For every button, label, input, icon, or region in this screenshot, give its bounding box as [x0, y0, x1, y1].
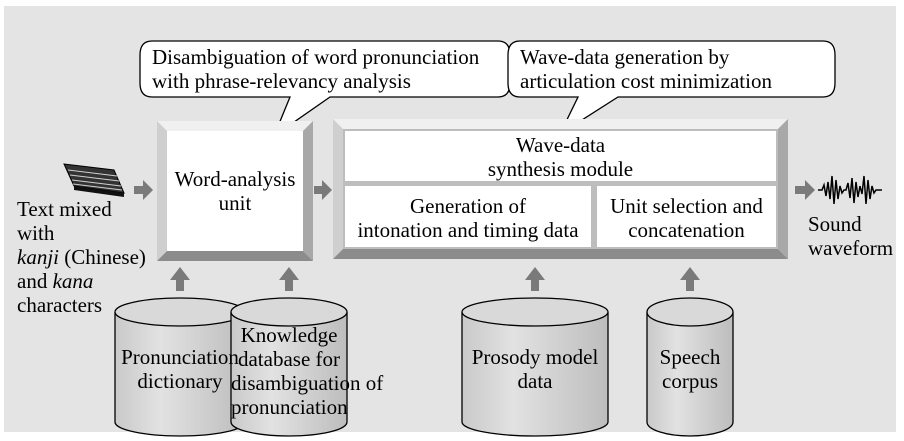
- synthesis-title-line-2: synthesis module: [487, 157, 634, 181]
- knowledge-line-4: pronunciation: [231, 395, 348, 419]
- input-line-5: characters: [17, 293, 103, 317]
- arrow-word-analysis-to-synthesis: [314, 180, 332, 200]
- arrow-synthesis-to-output: [795, 180, 815, 200]
- callout-right-text: Wave-data generation by articulation cos…: [520, 45, 772, 93]
- word-analysis-line-2: unit: [218, 191, 252, 215]
- arrow-pronunciation-db-up: [170, 267, 190, 291]
- knowledge-line-3: disambiguation of: [231, 371, 384, 395]
- callout-right-line-2: articulation cost minimization: [520, 69, 772, 93]
- input-line-3: kanji (Chinese): [17, 245, 146, 269]
- arrow-knowledge-db-up: [279, 267, 299, 291]
- kana-word: kana: [52, 269, 94, 293]
- speech-corpus-label: Speech corpus: [647, 345, 733, 393]
- arrow-speech-db-up: [680, 267, 700, 291]
- prosody-line-1: Prosody model: [471, 345, 599, 369]
- speech-line-1: Speech: [659, 345, 721, 369]
- output-line-1: Sound: [808, 212, 862, 236]
- output-line-2: waveform: [808, 236, 894, 260]
- knowledge-line-1: Knowledge: [240, 323, 338, 347]
- intonation-line-1: Generation of: [409, 194, 527, 218]
- synthesis-module-title: Wave-data synthesis module: [345, 133, 776, 181]
- keyboard-icon: [63, 163, 125, 197]
- unit-selection-line-2: concatenation: [628, 218, 745, 242]
- input-line-1: Text mixed: [17, 197, 112, 221]
- chinese-word: (Chinese): [64, 245, 146, 269]
- word-analysis-unit-box: [157, 121, 313, 261]
- knowledge-database-cylinder: [230, 297, 348, 437]
- prosody-line-2: data: [517, 369, 553, 393]
- arrow-input-to-word-analysis: [134, 180, 153, 200]
- callout-right-bubble: [507, 40, 836, 136]
- output-label: Sound waveform: [808, 212, 893, 260]
- word-analysis-line-1: Word-analysis: [174, 167, 296, 191]
- callout-left-text: Disambiguation of word pronunciation wit…: [152, 45, 479, 93]
- prosody-model-cylinder: [461, 297, 609, 437]
- pronunciation-line-1: Pronunciation: [121, 345, 239, 369]
- synthesis-module-box: [333, 119, 788, 259]
- callout-right-line-1: Wave-data generation by: [520, 45, 730, 69]
- input-line-4: and kana: [17, 269, 146, 293]
- intonation-line-2: intonation and timing data: [357, 218, 579, 242]
- intonation-generation-label: Generation of intonation and timing data: [345, 194, 591, 242]
- knowledge-line-2: database for: [237, 347, 341, 371]
- unit-selection-label: Unit selection and concatenation: [597, 194, 776, 242]
- speech-line-2: corpus: [662, 369, 718, 393]
- pronunciation-dictionary-label: Pronunciation dictionary: [115, 345, 245, 393]
- input-line-2: with: [17, 221, 55, 245]
- prosody-model-label: Prosody model data: [462, 345, 608, 393]
- speech-corpus-cylinder: [646, 297, 734, 437]
- pronunciation-dictionary-cylinder: [114, 297, 246, 437]
- and-word: and: [17, 269, 48, 293]
- pronunciation-line-2: dictionary: [137, 369, 223, 393]
- knowledge-database-label: Knowledge database for disambiguation of…: [231, 323, 384, 419]
- input-text-label: Text mixed with kanji (Chinese) and kana…: [17, 197, 146, 317]
- unit-selection-line-1: Unit selection and: [610, 194, 763, 218]
- kanji-word: kanji: [17, 245, 59, 269]
- synthesis-title-line-1: Wave-data: [515, 133, 606, 157]
- callout-left-line-2: with phrase-relevancy analysis: [152, 69, 411, 93]
- word-analysis-unit-label: Word-analysis unit: [167, 167, 303, 215]
- callout-left-line-1: Disambiguation of word pronunciation: [152, 45, 480, 69]
- arrow-prosody-db-up: [525, 267, 545, 291]
- sound-waveform-icon: [818, 175, 882, 205]
